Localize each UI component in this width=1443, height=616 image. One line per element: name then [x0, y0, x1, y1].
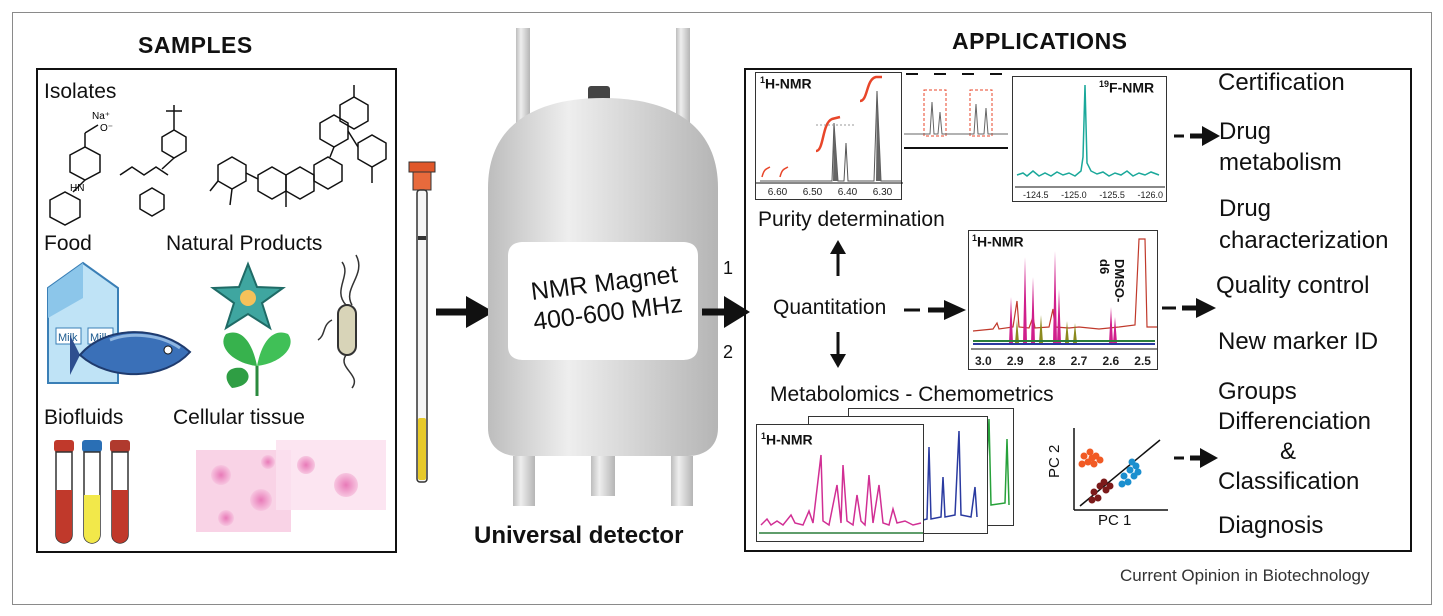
arrow-to-certification	[1174, 126, 1220, 146]
purity-determination-label: Purity determination	[758, 208, 945, 231]
quant-spectrum-plot	[971, 238, 1157, 350]
cellular-tissue-image	[196, 440, 386, 532]
arrow-to-quant-spectrum	[904, 300, 966, 320]
biofluids-label: Biofluids	[44, 406, 124, 429]
applications-heading: APPLICATIONS	[952, 28, 1128, 54]
pc2-label: PC 2	[1046, 444, 1063, 478]
o-label: O⁻	[100, 123, 113, 134]
purity-spectrum-plot	[756, 75, 903, 184]
universal-detector-caption: Universal detector	[474, 522, 684, 549]
applications-box	[744, 68, 1412, 552]
quant-spectrum-panel: 1H-NMR DMSO-d6 3.0 2.9 2.8 2.7 2.6 2.5	[968, 230, 1158, 370]
purity-nmr-tag: 1H-NMR	[760, 75, 812, 92]
arrow-up-to-purity	[830, 240, 846, 276]
outcome-new-marker-id: New marker ID	[1218, 328, 1379, 355]
arrow-to-magnet	[436, 296, 494, 328]
fluorine-tick: -125.0	[1061, 190, 1087, 200]
bacterium-icon	[317, 254, 360, 389]
cellular-tissue-label: Cellular tissue	[173, 406, 305, 429]
outcome-quality-control: Quality control	[1216, 272, 1370, 299]
pc1-label: PC 1	[1098, 512, 1132, 529]
path-1-label: 1	[723, 258, 734, 278]
metabolomics-label: Metabolomics - Chemometrics	[770, 383, 1054, 406]
quant-tick: 2.6	[1102, 354, 1120, 368]
outcome-drug-metabolism-2: metabolism	[1219, 149, 1342, 176]
outcome-ampersand: &	[1280, 438, 1297, 465]
outcome-drug-metabolism-1: Drug	[1219, 118, 1272, 145]
metab-spectrum-front: 1H-NMR	[756, 424, 924, 542]
arrow-down-to-metabolomics	[830, 332, 846, 368]
fluorine-tick: -125.5	[1099, 190, 1125, 200]
outcome-certification: Certification	[1218, 69, 1345, 96]
starfish-icon	[210, 261, 286, 331]
quant-tick: 2.9	[1006, 354, 1024, 368]
ginkgo-leaf-icon	[223, 332, 291, 396]
milk-text-1: Milk	[58, 332, 78, 344]
metab-front-plot	[759, 454, 923, 534]
outcome-diagnosis: Diagnosis	[1218, 512, 1324, 539]
blood-tubes-icon	[54, 440, 130, 544]
metab-middle-plot	[918, 430, 978, 522]
outcome-drug-characterization-2: characterization	[1219, 227, 1389, 254]
nmr-sample-tube-icon	[408, 161, 436, 483]
samples-heading: SAMPLES	[138, 32, 253, 58]
hn-label: HN	[70, 183, 84, 194]
outcome-classification: Classification	[1218, 468, 1360, 495]
figure-frame	[12, 12, 1432, 605]
quant-tick: 2.5	[1134, 354, 1151, 368]
arrow-to-applications	[702, 296, 750, 328]
quant-tick: 2.8	[1038, 354, 1056, 368]
quant-nmr-tag: 1H-NMR	[972, 233, 1024, 250]
arrow-to-groups	[1174, 448, 1218, 468]
purity-ticks: 6.60 6.50 6.40 6.30	[760, 187, 900, 198]
natural-products-label: Natural Products	[166, 232, 323, 255]
samples-box	[36, 68, 397, 553]
fluorine-tick: -126.0	[1137, 190, 1163, 200]
purity-tick: 6.40	[837, 187, 858, 198]
quantitation-label: Quantitation	[773, 296, 887, 319]
isolates-label: Isolates	[44, 80, 117, 103]
purity-zoom-spectrum	[904, 73, 1008, 149]
metab-nmr-tag: 1H-NMR	[761, 431, 813, 448]
fluorine-nmr-tag: 19F-NMR	[1099, 79, 1155, 96]
purity-tick: 6.30	[872, 187, 893, 198]
outcome-groups: Groups	[1218, 378, 1297, 405]
fluorine-spectrum-plot	[1015, 84, 1165, 188]
arrow-to-quality-control	[1162, 298, 1216, 318]
quant-tick: 2.7	[1070, 354, 1088, 368]
outcome-drug-characterization-1: Drug	[1219, 195, 1272, 222]
quant-tick: 3.0	[975, 354, 992, 368]
purity-tick: 6.50	[802, 187, 823, 198]
purity-tick: 6.60	[767, 187, 788, 198]
quant-ticks: 3.0 2.9 2.8 2.7 2.6 2.5	[975, 354, 1151, 368]
path-2-label: 2	[723, 342, 734, 362]
na-label: Na⁺	[92, 111, 110, 122]
food-label: Food	[44, 232, 92, 255]
fish-icon	[70, 331, 192, 376]
fluorine-tick: -124.5	[1023, 190, 1049, 200]
outcome-differenciation: Differenciation	[1218, 408, 1371, 435]
pca-scatter-plot	[1073, 428, 1168, 511]
purity-spectrum-panel: 1H-NMR 6.60 6.50 6.40 6.30	[755, 72, 903, 200]
fluorine-ticks: -124.5 -125.0 -125.5 -126.0	[1023, 190, 1163, 200]
chemical-structures-icon: Na⁺ O⁻ HN	[49, 85, 387, 226]
fluorine-spectrum-panel: 19F-NMR -124.5 -125.0 -125.5 -126.0	[1012, 76, 1167, 202]
journal-credit: Current Opinion in Biotechnology	[1120, 566, 1370, 585]
nmr-magnet-icon	[488, 28, 718, 506]
